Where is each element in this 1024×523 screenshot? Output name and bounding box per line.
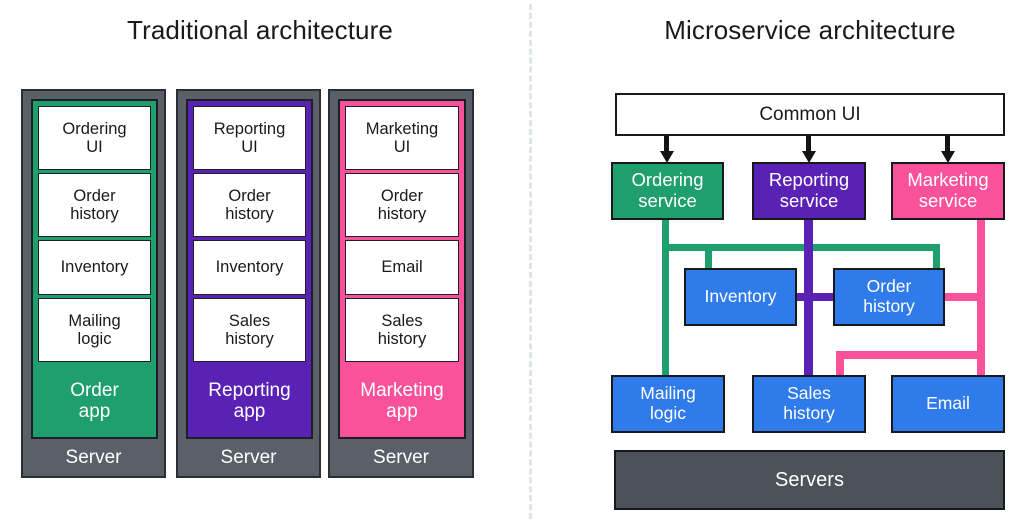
connector-reporting-crossbar	[788, 293, 844, 301]
server-column-reporting: Reporting UI Order history Inventory Sal…	[176, 89, 321, 478]
module-box: Order history	[38, 173, 151, 237]
module-box: Marketing UI	[345, 106, 459, 170]
arrow-to-ordering-service	[660, 136, 674, 163]
component-box-email: Email	[891, 375, 1005, 433]
module-box: Order history	[193, 173, 306, 237]
server-label: Server	[220, 446, 277, 468]
server-label: Server	[65, 446, 122, 468]
component-box-mailing-logic: Mailing logic	[611, 375, 725, 433]
module-box: Sales history	[345, 298, 459, 362]
module-box: Mailing logic	[38, 298, 151, 362]
common-ui-box: Common UI	[615, 93, 1005, 136]
service-box-ordering: Ordering service	[611, 162, 724, 220]
module-box: Ordering UI	[38, 106, 151, 170]
app-label: Order app	[70, 379, 119, 422]
right-panel-title: Microservice architecture	[664, 15, 956, 45]
connector-ordering-to-order-history	[933, 244, 940, 274]
app-box-reporting: Reporting UI Order history Inventory Sal…	[186, 99, 313, 439]
servers-label: Servers	[775, 468, 844, 491]
module-box: Inventory	[193, 240, 306, 295]
arrow-to-reporting-service	[802, 136, 816, 163]
module-box: Reporting UI	[193, 106, 306, 170]
connector-marketing-to-order-history	[940, 293, 985, 301]
module-box: Email	[345, 240, 459, 295]
service-box-reporting: Reporting service	[752, 162, 866, 220]
server-column-order: Ordering UI Order history Inventory Mail…	[21, 89, 166, 478]
app-label: Marketing app	[360, 379, 444, 422]
module-box: Inventory	[38, 240, 151, 295]
connector-ordering-to-mailing-logic	[662, 244, 669, 378]
component-box-order-history: Order history	[833, 268, 945, 326]
connector-ordering-trunk	[662, 219, 669, 251]
connector-marketing-lower-horizontal	[836, 351, 985, 359]
common-ui-label: Common UI	[759, 103, 861, 125]
server-column-marketing: Marketing UI Order history Email Sales h…	[328, 89, 474, 478]
connector-ordering-horizontal	[662, 244, 940, 251]
panel-divider	[529, 4, 532, 519]
component-box-inventory: Inventory	[684, 268, 797, 326]
servers-bar: Servers	[614, 450, 1005, 510]
service-box-marketing: Marketing service	[891, 162, 1005, 220]
left-panel-title: Traditional architecture	[127, 15, 393, 45]
server-label: Server	[373, 446, 429, 468]
component-box-sales-history: Sales history	[752, 375, 866, 433]
app-label: Reporting app	[208, 379, 291, 422]
app-box-order: Ordering UI Order history Inventory Mail…	[31, 99, 158, 439]
connector-ordering-to-inventory	[705, 244, 712, 274]
module-box: Sales history	[193, 298, 306, 362]
connector-marketing-to-sales-history	[836, 351, 844, 382]
app-box-marketing: Marketing UI Order history Email Sales h…	[338, 99, 466, 439]
module-box: Order history	[345, 173, 459, 237]
arrow-to-marketing-service	[941, 136, 955, 163]
